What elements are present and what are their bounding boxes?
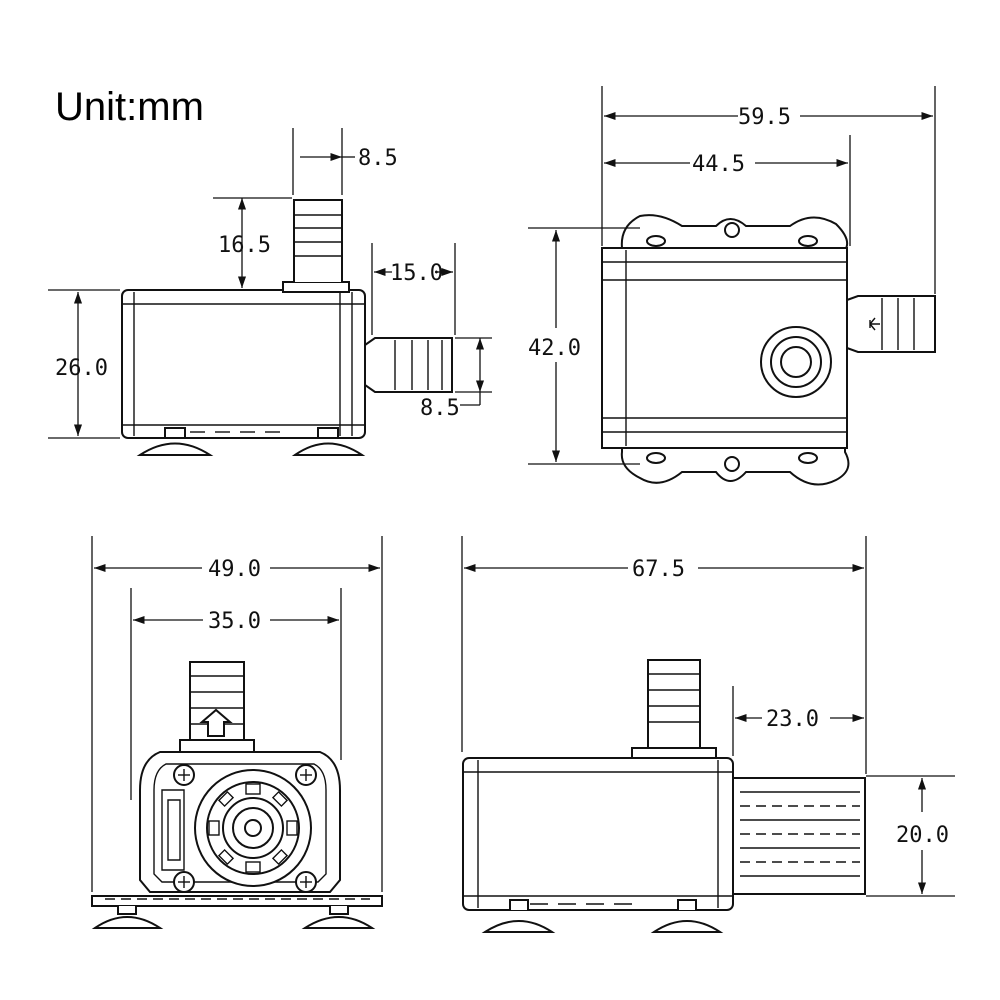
top-view: 59.5 44.5 42.0 — [528, 86, 936, 486]
screw-icon — [173, 871, 195, 893]
side-view: 8.5 16.5 15.0 8.5 26.0 — [48, 128, 492, 456]
side-filter-view: 67.5 23.0 20.0 — [461, 536, 955, 933]
unit-label: Unit:mm — [55, 85, 204, 129]
dim-top-body-length: 44.5 — [692, 152, 745, 177]
suction-cup-left — [481, 920, 556, 933]
dim-front-base-width: 49.0 — [208, 557, 261, 582]
dim-front-body-width: 35.0 — [208, 609, 261, 634]
flow-arrow-icon — [869, 317, 880, 331]
side-body — [462, 757, 734, 911]
suction-cup-left — [136, 427, 214, 456]
base-plate — [91, 895, 383, 907]
front-view: 49.0 35.0 — [91, 536, 383, 929]
flow-up-arrow-icon — [199, 708, 233, 737]
screw-icon — [295, 764, 317, 786]
pump-body — [121, 289, 366, 439]
screw-icon — [295, 871, 317, 893]
dim-body-height: 26.0 — [55, 356, 108, 381]
filter-cage — [732, 777, 866, 895]
suction-cup-right — [301, 916, 376, 929]
dim-outlet-diameter: 8.5 — [358, 146, 398, 171]
dim-filter-length: 23.0 — [766, 707, 819, 732]
dim-top-overall-width: 42.0 — [528, 336, 581, 361]
dim-side-overall-length: 67.5 — [632, 557, 685, 582]
screw-icon — [173, 764, 195, 786]
dim-inlet-length: 15.0 — [390, 261, 443, 286]
suction-cup-left — [91, 916, 164, 929]
dim-top-overall-length: 59.5 — [738, 105, 791, 130]
suction-cup-right — [650, 920, 724, 933]
filter-slots — [740, 791, 860, 877]
dim-filter-height: 20.0 — [896, 823, 949, 848]
dim-outlet-height: 16.5 — [218, 233, 271, 258]
suction-cup-right — [291, 427, 366, 456]
dim-inlet-diameter: 8.5 — [420, 396, 460, 421]
